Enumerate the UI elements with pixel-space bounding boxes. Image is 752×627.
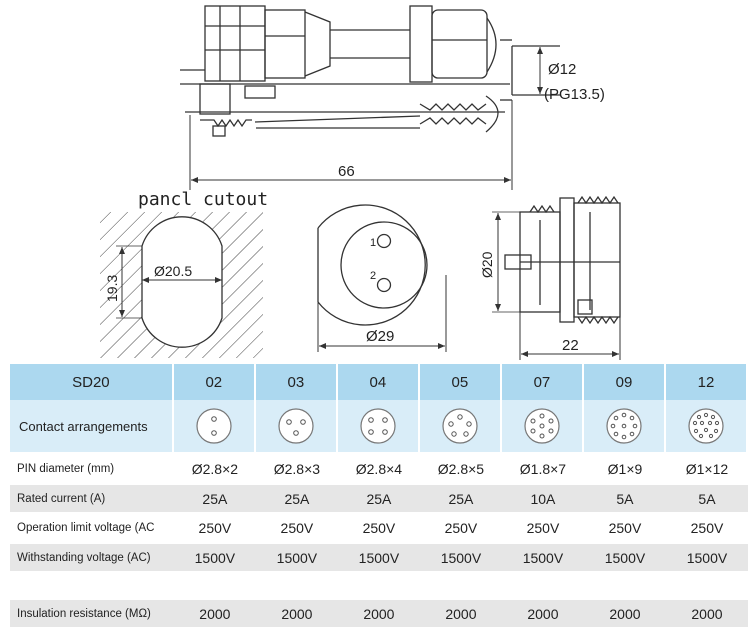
column-header: 04 (337, 364, 420, 400)
table-row-withstanding-voltage: Withstanding voltage (AC) 1500V 1500V 15… (10, 544, 748, 571)
length-label: 66 (338, 163, 355, 180)
side-thread-label: (PG13.5) (544, 86, 605, 103)
table-cell: 10A (530, 490, 556, 507)
9-pin-face-icon (606, 408, 642, 444)
table-row-rated-current: Rated current (A) 25A 25A 25A 25A 10A 5A… (10, 485, 748, 512)
table-cell: 250V (280, 520, 314, 536)
cutout-flat-label: 19.3 (104, 275, 120, 302)
contact-arrangements-label: Contact arrangements (10, 400, 174, 452)
table-cell: 25A (202, 490, 228, 507)
table-cell: 1500V (440, 549, 482, 566)
front-view (317, 204, 428, 326)
table-cell: Ø2.8×5 (437, 461, 485, 477)
front-pin-2-label: 2 (370, 270, 376, 282)
table-cell: 250V (526, 520, 560, 536)
front-diameter-label: Ø29 (366, 328, 394, 345)
table-cell: 250V (444, 520, 478, 536)
5-pin-face-icon (442, 408, 478, 444)
table-cell: 250V (690, 520, 724, 536)
table-row-operation-voltage: Operation limit voltage (AC 250V 250V 25… (10, 515, 748, 541)
table-cell: Ø1×12 (685, 461, 729, 477)
table-cell: Ø2.8×3 (273, 461, 321, 477)
row-label: PIN diameter (mm) (17, 463, 115, 475)
table-cell: 2000 (281, 605, 313, 622)
table-cell: 1500V (276, 549, 318, 566)
plug-side-view (180, 5, 560, 137)
panel-cutout-title: pancl cutout (138, 189, 268, 210)
table-header-row: SD20 02 03 04 05 07 09 12 (10, 364, 748, 400)
table-cell: 25A (448, 490, 474, 507)
column-header: 09 (583, 364, 666, 400)
4-pin-face-icon (360, 408, 396, 444)
table-cell: Ø1×9 (607, 461, 643, 477)
table-row-pin-diameter: PIN diameter (mm) Ø2.8×2 Ø2.8×3 Ø2.8×4 Ø… (10, 456, 748, 482)
table-cell: Ø2.8×2 (191, 461, 239, 477)
contact-arrangements-row: Contact arrangements (10, 400, 748, 452)
table-cell: 1500V (194, 549, 236, 566)
table-cell: 2000 (527, 605, 559, 622)
table-cell: 250V (362, 520, 396, 536)
column-header: 02 (173, 364, 256, 400)
table-cell: Ø1.8×7 (519, 461, 567, 477)
table-cell: 25A (366, 490, 392, 507)
table-cell: 2000 (445, 605, 477, 622)
column-header: 03 (255, 364, 338, 400)
table-cell: 2000 (363, 605, 395, 622)
series-header: SD20 (10, 364, 174, 400)
table-row-insulation-resistance: Insulation resistance (MΩ) 2000 2000 200… (10, 600, 748, 627)
column-header: 12 (665, 364, 748, 400)
socket-side-view (504, 195, 621, 325)
table-cell: Ø2.8×4 (355, 461, 403, 477)
table-cell: 2000 (691, 605, 723, 622)
socket-length-label: 22 (562, 337, 579, 354)
3-pin-face-icon (278, 408, 314, 444)
12-pin-face-icon (688, 408, 724, 444)
7-pin-face-icon (524, 408, 560, 444)
table-cell: 5A (698, 490, 716, 507)
column-header: 07 (501, 364, 584, 400)
table-cell: 1500V (604, 549, 646, 566)
cutout-diameter-label: Ø20.5 (154, 263, 192, 279)
row-label: Rated current (A) (17, 492, 106, 505)
table-cell: 25A (284, 490, 310, 507)
table-cell: 5A (616, 490, 634, 507)
side-diameter-label: Ø12 (548, 61, 576, 78)
row-label: Withstanding voltage (AC) (17, 551, 151, 564)
socket-height-label: Ø20 (479, 251, 495, 278)
front-pin-1-label: 1 (370, 237, 376, 249)
table-cell: 1500V (522, 549, 564, 566)
column-header: 05 (419, 364, 502, 400)
row-label: Insulation resistance (MΩ) (17, 607, 151, 620)
technical-drawings: Ø12 (PG13.5) 66 pancl cutout 19.3 Ø20.5 … (100, 5, 621, 360)
table-cell: 1500V (686, 549, 728, 566)
table-cell: 2000 (199, 605, 231, 622)
spec-table: SD20 02 03 04 05 07 09 12 Contact arrang… (10, 364, 748, 627)
row-label: Operation limit voltage (AC (17, 522, 155, 534)
table-cell: 2000 (609, 605, 641, 622)
table-cell: 1500V (358, 549, 400, 566)
2-pin-face-icon (196, 408, 232, 444)
panel-cutout-view (100, 212, 263, 358)
table-cell: 250V (198, 520, 232, 536)
table-cell: 250V (608, 520, 642, 536)
